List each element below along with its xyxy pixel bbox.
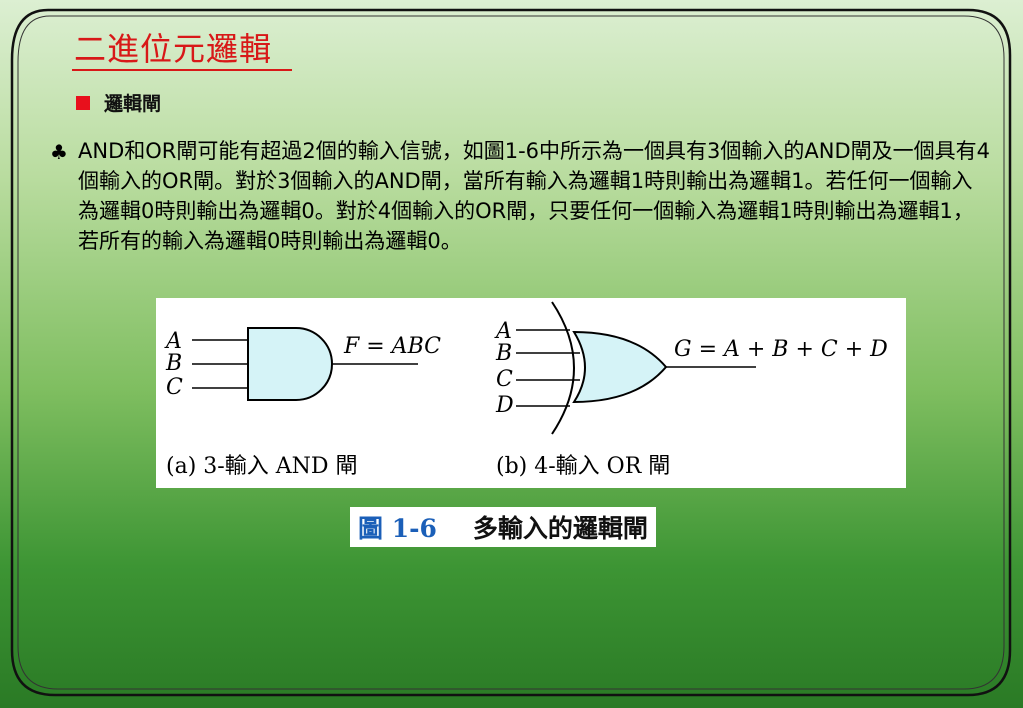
and-input-label: A [164, 329, 182, 354]
figure-number: 圖 1-6 [358, 514, 437, 543]
or-input-label: D [495, 393, 514, 418]
figure-title: 多輸入的邏輯閘 [472, 514, 648, 543]
body-paragraph: AND和OR閘可能有超過2個的輸入信號，如圖1-6中所示為一個具有3個輸入的AN… [78, 139, 990, 253]
slide-title: 二進位元邏輯 [74, 30, 273, 68]
or-output-label: G = A + B + C + D [674, 337, 888, 362]
or-caption: (b) 4-輸入 OR 閘 [496, 454, 670, 479]
subheading-text: 邏輯閘 [104, 93, 162, 115]
and-input-label: C [166, 375, 183, 400]
and-output-label: F = ABC [343, 334, 441, 359]
and-gate: A B C F = ABC (a) 3-輸入 AND 閘 [164, 327, 441, 479]
and-input-label: B [165, 351, 182, 376]
or-gate-body [572, 330, 668, 404]
subheading: 邏輯閘 [76, 89, 161, 116]
title-underline [72, 69, 292, 71]
or-input-label: C [496, 367, 513, 392]
or-gate: A B C D G = A + B + C + D (b) 4-輸入 OR 閘 [494, 301, 888, 479]
square-bullet-icon [76, 95, 90, 110]
or-input-label: A [494, 319, 512, 344]
gates-figure: A B C F = ABC (a) 3-輸入 AND 閘 A B C D G =… [156, 298, 906, 488]
or-input-label: B [495, 341, 512, 366]
and-gate-body [247, 327, 333, 401]
figure-caption: 圖 1-6 多輸入的邏輯閘 [350, 507, 656, 547]
and-caption: (a) 3-輸入 AND 閘 [166, 454, 357, 479]
club-bullet-icon: ♣ [50, 140, 68, 164]
